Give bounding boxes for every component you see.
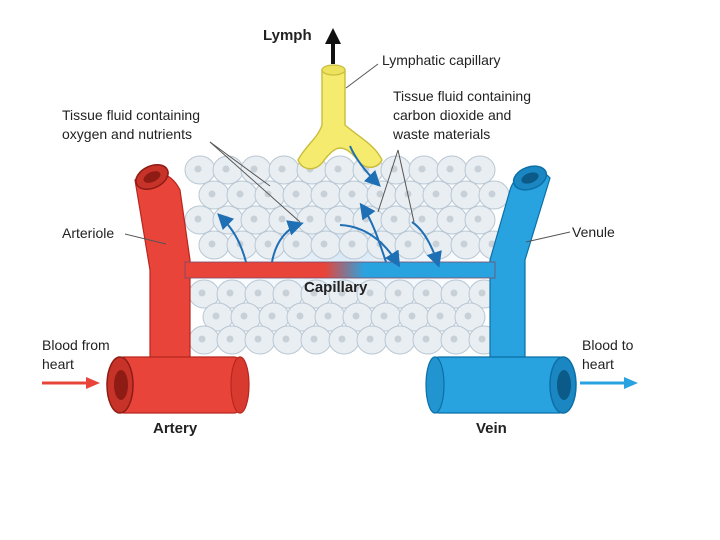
cell-nucleus xyxy=(418,165,426,173)
cell-nucleus xyxy=(222,165,230,173)
cell-nucleus xyxy=(278,215,286,223)
cell-nucleus xyxy=(474,215,482,223)
cell-nucleus xyxy=(292,190,300,198)
lymph-label: Lymph xyxy=(263,27,312,44)
cell-nucleus xyxy=(478,289,486,297)
tissue-fluid-oxygen-line-2: oxygen and nutrients xyxy=(62,126,192,142)
tissue-cells xyxy=(184,155,510,355)
tissue-fluid-waste-line-1: Tissue fluid containing xyxy=(393,88,532,104)
lymph-flow-arrow xyxy=(325,28,341,64)
cell-nucleus xyxy=(198,335,206,343)
cell-nucleus xyxy=(278,165,286,173)
capillary-label: Capillary xyxy=(304,279,368,296)
cell-nucleus xyxy=(348,190,356,198)
vein-vessel xyxy=(425,356,577,414)
cell-nucleus xyxy=(488,190,496,198)
cell-nucleus xyxy=(324,312,332,320)
tissue-fluid-waste-line-3: waste materials xyxy=(393,126,491,142)
cell-nucleus xyxy=(236,190,244,198)
cell-nucleus xyxy=(292,240,300,248)
cell-nucleus xyxy=(208,240,216,248)
cell-nucleus xyxy=(436,312,444,320)
cell-nucleus xyxy=(394,335,402,343)
cell-nucleus xyxy=(464,312,472,320)
vein-label: Vein xyxy=(476,420,507,437)
cell-nucleus xyxy=(212,312,220,320)
cell-nucleus xyxy=(264,240,272,248)
cell-nucleus xyxy=(478,335,486,343)
cell-nucleus xyxy=(320,190,328,198)
cell-nucleus xyxy=(474,165,482,173)
blood-to-heart-label: Blood to heart xyxy=(582,336,633,374)
cell-nucleus xyxy=(282,335,290,343)
cell-nucleus xyxy=(450,335,458,343)
cell-nucleus xyxy=(380,312,388,320)
lymphatic-capillary-vessel xyxy=(297,64,383,170)
cell-nucleus xyxy=(366,289,374,297)
cell-nucleus xyxy=(194,215,202,223)
cell-nucleus xyxy=(366,335,374,343)
cell-nucleus xyxy=(394,289,402,297)
blood-from-heart-line-1: Blood from xyxy=(42,337,110,353)
blood-out-arrow xyxy=(580,377,638,389)
cell-nucleus xyxy=(250,215,258,223)
cell-nucleus xyxy=(282,289,290,297)
cell-nucleus xyxy=(446,215,454,223)
blood-from-heart-label: Blood from heart xyxy=(42,336,110,374)
cell-nucleus xyxy=(310,335,318,343)
tissue-fluid-waste-line-2: carbon dioxide and xyxy=(393,107,512,123)
cell-nucleus xyxy=(432,190,440,198)
cell-nucleus xyxy=(338,335,346,343)
blood-from-heart-line-2: heart xyxy=(42,356,74,372)
cell-nucleus xyxy=(422,289,430,297)
tissue-fluid-waste-label: Tissue fluid containing carbon dioxide a… xyxy=(393,87,531,144)
cell-nucleus xyxy=(226,335,234,343)
cell-nucleus xyxy=(240,312,248,320)
cell-nucleus xyxy=(460,240,468,248)
cell-nucleus xyxy=(334,215,342,223)
cell-nucleus xyxy=(338,289,346,297)
tissue-fluid-oxygen-line-1: Tissue fluid containing xyxy=(62,107,201,123)
leader-lines xyxy=(124,63,571,245)
cell-nucleus xyxy=(310,289,318,297)
lymphatic-capillary-label: Lymphatic capillary xyxy=(382,52,501,68)
cell-nucleus xyxy=(432,240,440,248)
cell-nucleus xyxy=(422,335,430,343)
cell-nucleus xyxy=(254,335,262,343)
cell-nucleus xyxy=(198,289,206,297)
cell-nucleus xyxy=(334,165,342,173)
blood-to-heart-line-1: Blood to xyxy=(582,337,634,353)
artery-vessel xyxy=(106,356,250,414)
cell-nucleus xyxy=(194,165,202,173)
cell-nucleus xyxy=(418,215,426,223)
cell-nucleus xyxy=(208,190,216,198)
cell-nucleus xyxy=(450,289,458,297)
capillary-vessel xyxy=(184,261,496,279)
cell-nucleus xyxy=(408,312,416,320)
venule-label: Venule xyxy=(572,224,615,240)
cell-nucleus xyxy=(226,289,234,297)
cell-nucleus xyxy=(404,240,412,248)
tissue-fluid-oxygen-label: Tissue fluid containing oxygen and nutri… xyxy=(62,106,200,144)
cell-nucleus xyxy=(352,312,360,320)
cell-nucleus xyxy=(254,289,262,297)
cell-nucleus xyxy=(446,165,454,173)
cell-nucleus xyxy=(306,215,314,223)
tissue-fluid-arrows xyxy=(217,145,442,268)
cell-nucleus xyxy=(348,240,356,248)
artery-label: Artery xyxy=(153,420,198,437)
arteriole-label: Arteriole xyxy=(62,225,115,241)
blood-to-heart-line-2: heart xyxy=(582,356,614,372)
cell-nucleus xyxy=(376,190,384,198)
cell-nucleus xyxy=(296,312,304,320)
cell-nucleus xyxy=(390,215,398,223)
cell-nucleus xyxy=(250,165,258,173)
cell-nucleus xyxy=(460,190,468,198)
blood-in-arrow xyxy=(42,377,100,389)
cell-nucleus xyxy=(320,240,328,248)
cell-nucleus xyxy=(268,312,276,320)
